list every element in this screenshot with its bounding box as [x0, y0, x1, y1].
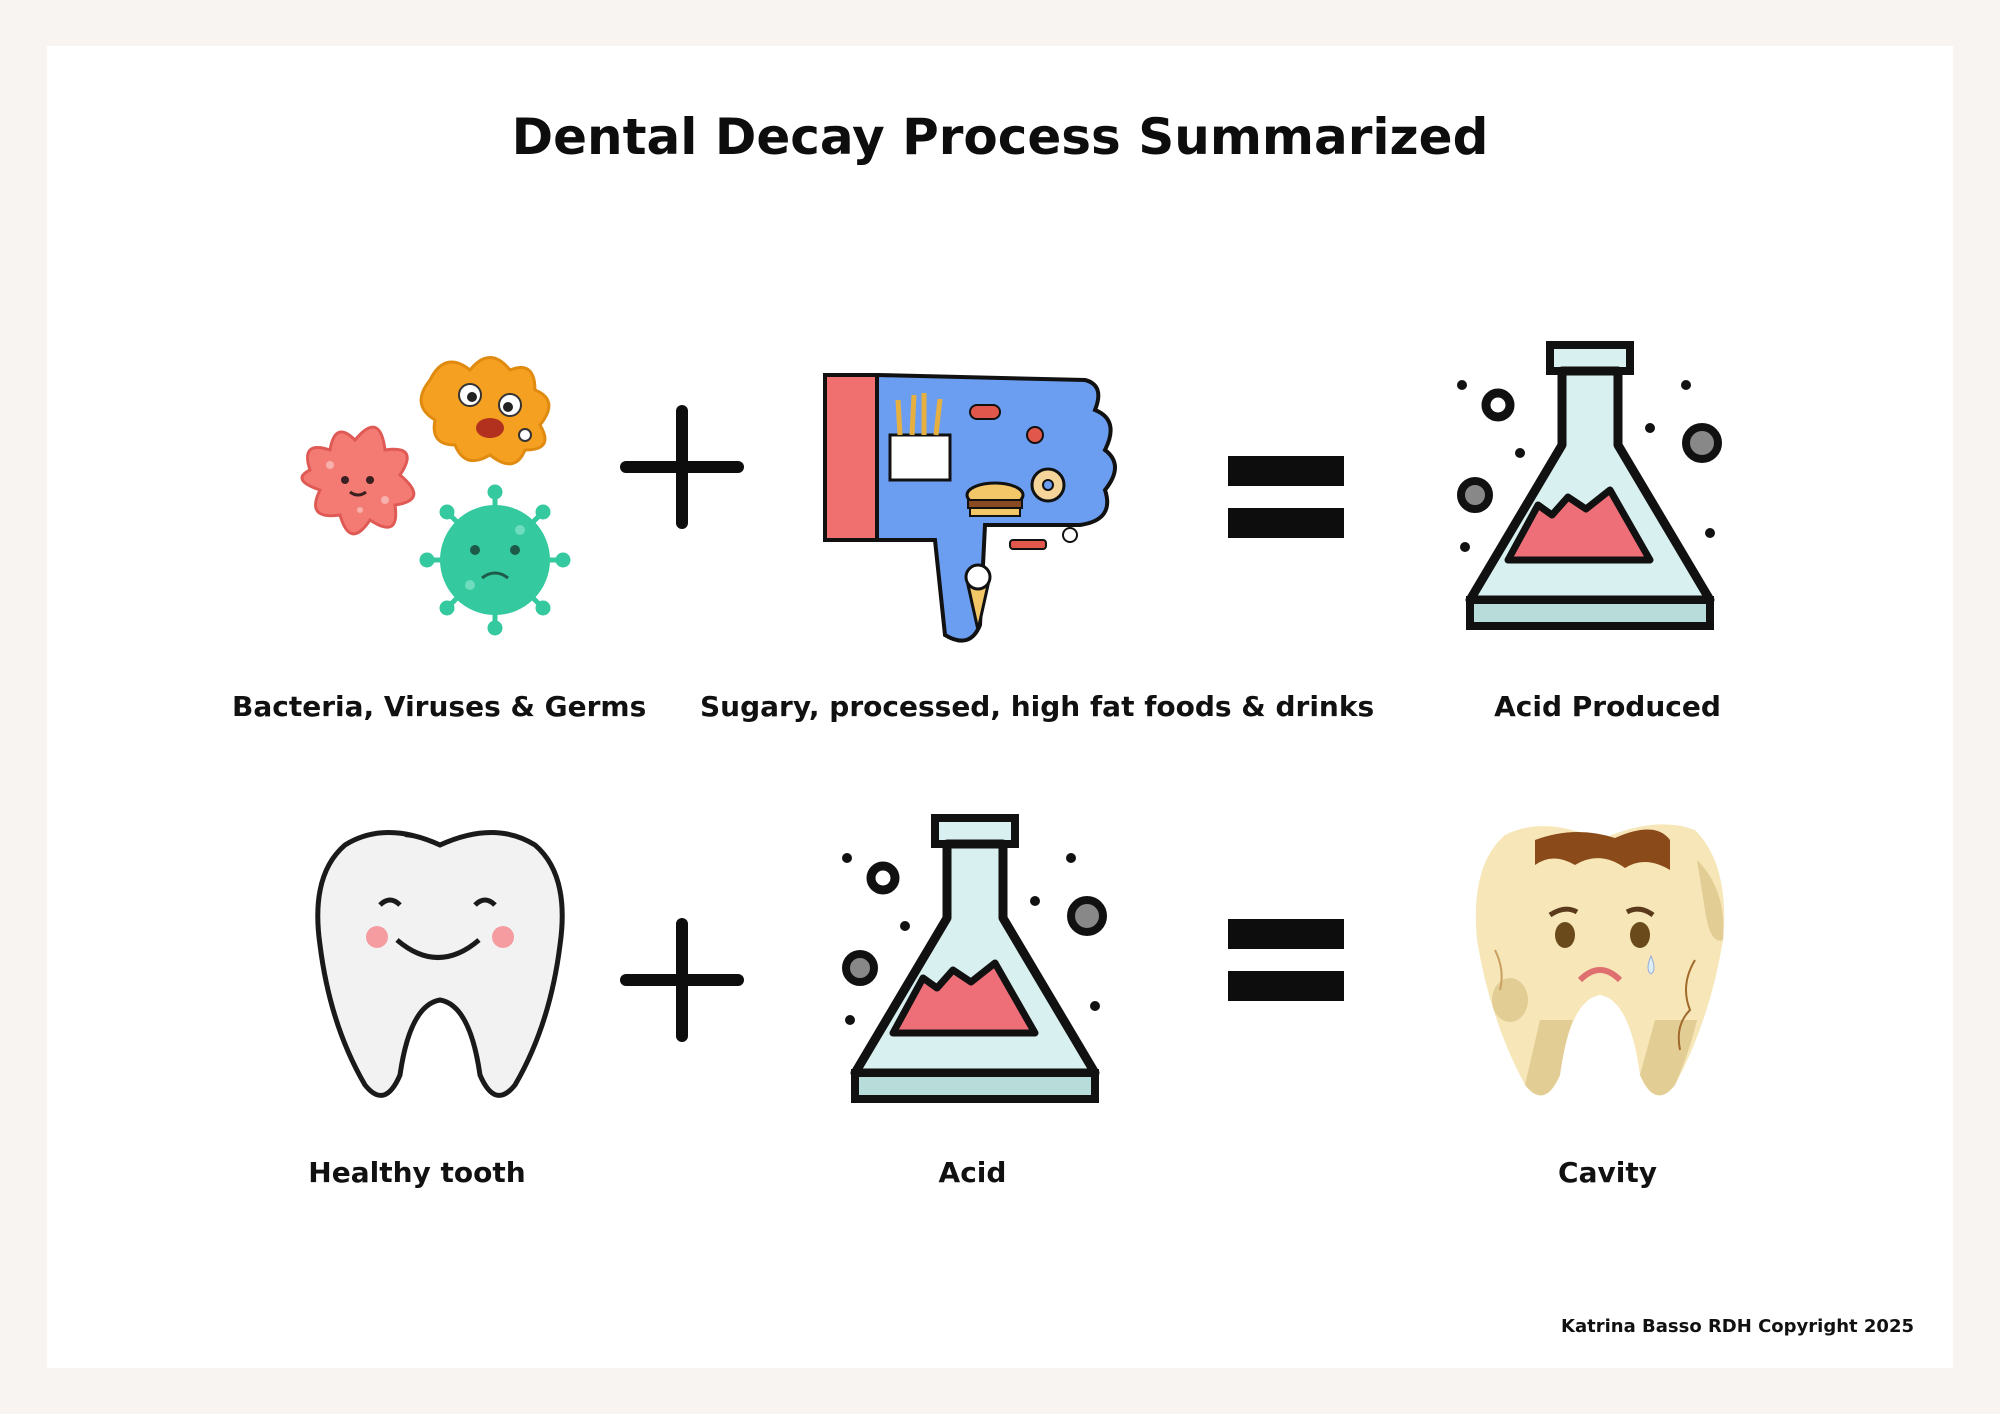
- junk-food-thumbs-down-icon: [823, 372, 1117, 643]
- row2-item2-label: Acid: [938, 1156, 1007, 1189]
- plus-icon: [620, 918, 744, 1042]
- page-title: Dental Decay Process Summarized: [511, 108, 1489, 166]
- row2-item1-label: Healthy tooth: [308, 1156, 526, 1189]
- germs-icon: [300, 356, 571, 636]
- healthy-tooth-icon: [315, 830, 565, 1098]
- acid-flask-icon: [842, 814, 1107, 1103]
- row1-item1-label: Bacteria, Viruses & Germs: [232, 690, 647, 723]
- row1-item2-label: Sugary, processed, high fat foods & drin…: [700, 690, 1375, 723]
- equals-icon: [1228, 456, 1344, 538]
- row1-result-label: Acid Produced: [1494, 690, 1721, 723]
- poster-sheet: [47, 46, 1953, 1368]
- plus-icon: [620, 405, 744, 529]
- copyright-credit: Katrina Basso RDH Copyright 2025: [1561, 1316, 1914, 1337]
- equals-icon: [1228, 919, 1344, 1001]
- row2-result-label: Cavity: [1558, 1156, 1657, 1189]
- cavity-tooth-icon: [1475, 824, 1725, 1096]
- acid-flask-icon: [1457, 341, 1722, 630]
